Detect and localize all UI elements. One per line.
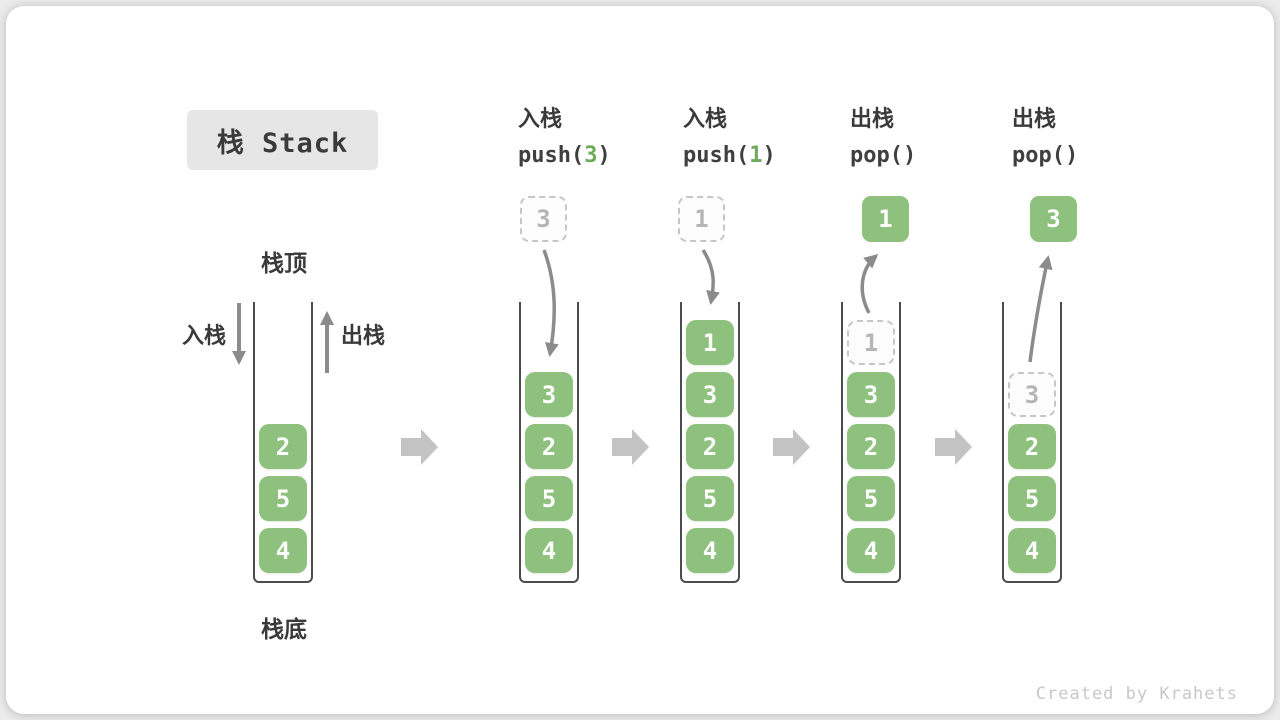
stack-item: 5 [847, 476, 895, 521]
op-code: pop() [1012, 141, 1078, 171]
stack-item: 5 [259, 476, 307, 521]
stack-item: 5 [1008, 476, 1056, 521]
code-close: ) [762, 143, 776, 168]
code-open: pop( [1012, 143, 1065, 168]
stack-item: 3 [847, 372, 895, 417]
float-value: 1 [878, 205, 893, 233]
op-name: 出栈 [850, 106, 895, 131]
title-box: 栈 Stack [187, 110, 378, 170]
float-value: 1 [694, 205, 709, 233]
op-label-push-3: 入栈 push(3) [518, 104, 611, 171]
push-direction-label: 入栈 [182, 323, 227, 348]
next-step-arrow-icon [612, 429, 649, 465]
next-step-arrow-icon [401, 429, 438, 465]
stack-item-removed: 1 [847, 320, 895, 365]
op-name: 入栈 [518, 106, 563, 131]
code-open: push( [518, 143, 585, 168]
popped-value-box: 3 [1030, 196, 1077, 242]
op-code: push(1) [683, 141, 776, 171]
stack-item: 3 [686, 372, 734, 417]
stack-container-3: 1 3 2 5 4 [680, 302, 740, 583]
push-curve-arrow-icon [701, 249, 720, 305]
next-step-arrow-icon [935, 429, 972, 465]
title-text: 栈 Stack [216, 127, 349, 159]
float-value: 3 [536, 205, 551, 233]
code-close: ) [902, 143, 917, 168]
stack-item-removed: 3 [1008, 372, 1056, 417]
stack-item: 3 [525, 372, 573, 417]
stack-item: 2 [525, 424, 573, 469]
pushed-value-ghost-box: 1 [678, 196, 725, 242]
code-open: pop( [850, 143, 903, 168]
stack-item: 4 [525, 528, 573, 573]
stack-container-2: 3 2 5 4 [519, 302, 579, 583]
stack-item: 5 [525, 476, 573, 521]
code-close: ) [1064, 143, 1079, 168]
stack-item: 4 [686, 528, 734, 573]
stack-item: 1 [686, 320, 734, 365]
watermark: Created by Krahets [1035, 684, 1238, 704]
code-close: ) [597, 143, 611, 168]
stack-item: 2 [686, 424, 734, 469]
op-name: 出栈 [1012, 106, 1057, 131]
stack-item: 2 [847, 424, 895, 469]
code-open: push( [683, 143, 750, 168]
op-label-pop-1: 出栈 pop() [850, 104, 916, 171]
code-arg: 3 [584, 143, 598, 168]
stack-item: 4 [847, 528, 895, 573]
next-step-arrow-icon [773, 429, 810, 465]
stack-item: 2 [1008, 424, 1056, 469]
float-value: 3 [1046, 205, 1061, 233]
op-label-pop-2: 出栈 pop() [1012, 104, 1078, 171]
stack-bottom-label: 栈底 [261, 616, 307, 642]
op-name: 入栈 [683, 106, 728, 131]
op-label-push-1: 入栈 push(1) [683, 104, 776, 171]
popped-value-box: 1 [862, 196, 909, 242]
stack-item: 2 [259, 424, 307, 469]
code-arg: 1 [749, 143, 763, 168]
stack-container-1: 2 5 4 [253, 302, 313, 583]
stack-container-5: 3 2 5 4 [1002, 302, 1062, 583]
stack-item: 5 [686, 476, 734, 521]
stack-top-label: 栈顶 [261, 250, 307, 276]
stack-item: 4 [1008, 528, 1056, 573]
stack-item: 4 [259, 528, 307, 573]
pushed-value-ghost-box: 3 [520, 196, 567, 242]
op-code: pop() [850, 141, 916, 171]
pop-direction-label: 出栈 [341, 323, 386, 348]
op-code: push(3) [518, 141, 611, 171]
stack-container-4: 1 3 2 5 4 [841, 302, 901, 583]
diagram-card: 栈 Stack 入栈 push(3) 入栈 push(1) 出栈 pop() 出… [6, 6, 1274, 714]
